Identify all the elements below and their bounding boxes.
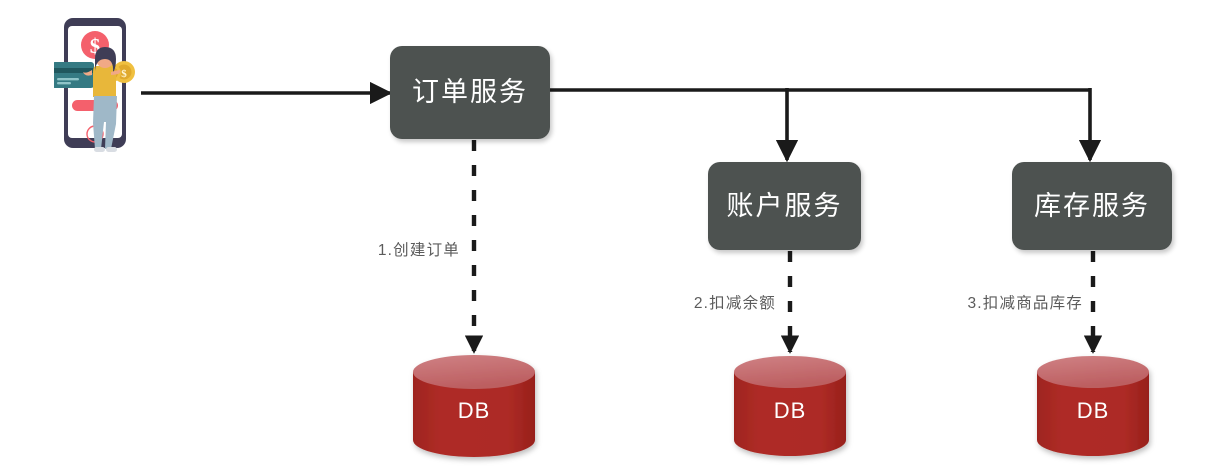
person-shoe-right-icon [106,147,117,152]
db-order-db [413,355,535,457]
person-shirt-icon [93,66,116,97]
person-arm-left-icon [83,70,92,76]
db-label-inventory: DB [1076,398,1110,423]
edge-label-step-3-text: 3.扣减商品库存 [967,295,1083,312]
service-label-inventory: 库存服务 [1034,190,1150,221]
person-arm-right-icon [111,70,121,75]
db-label-order: DB [457,398,491,423]
service-label-account: 账户服务 [726,190,843,221]
service-box-order[interactable]: 订单服务 [390,46,550,139]
person-hair-icon [95,47,116,73]
edge-label-step-2: 2.扣减余额 [668,291,776,313]
edge-label-step-2-text: 2.扣减余额 [693,295,776,312]
person-shoe-left-icon [94,147,105,152]
service-label-order: 订单服务 [412,77,528,107]
credit-card-stripe-icon [52,68,94,73]
service-box-account[interactable]: 账户服务 [708,162,861,250]
edge-label-step-3: 3.扣减商品库存 [945,291,1083,313]
person-jeans-icon [93,96,117,149]
edge-label-step-1-text: 1.创建订单 [377,242,460,259]
service-box-inventory[interactable]: 库存服务 [1012,162,1172,250]
client-user-payment-illustration: $ $ $ [52,14,150,160]
credit-card-line2-icon [57,82,71,85]
db-label-account: DB [773,398,807,423]
db-inventory-db [1037,356,1149,456]
db-account-db [734,356,846,456]
dollar-sign-icon: $ [90,34,101,58]
illustration-svg: $ $ $ [52,18,135,152]
edge-label-step-1: 1.创建订单 [352,238,460,260]
coin-dollar-1: $ [121,68,127,80]
credit-card-line-icon [57,78,79,81]
